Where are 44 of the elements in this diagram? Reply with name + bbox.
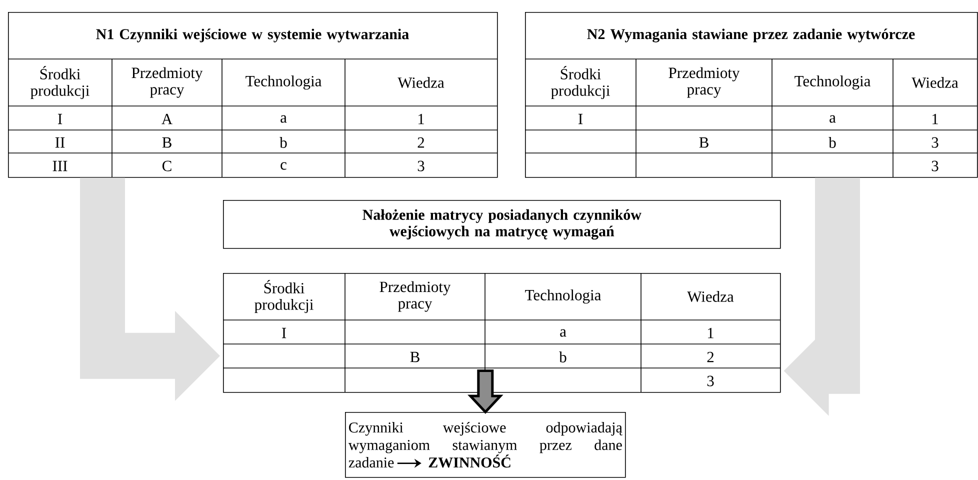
- cell-value: 1: [418, 114, 424, 124]
- column-header: Przedmioty pracy: [668, 67, 740, 98]
- cell-value: II: [55, 137, 65, 148]
- cell-value: I: [282, 328, 286, 338]
- column-header: Środki produkcji: [551, 66, 610, 100]
- cell-value: a: [560, 329, 566, 337]
- cell-value: B: [699, 137, 708, 148]
- cell-value: b: [828, 137, 836, 148]
- cell-value: 3: [418, 160, 424, 172]
- column-header: Wiedza: [912, 77, 958, 88]
- cell-value: 2: [418, 137, 424, 148]
- table-title: N1 Czynniki wejściowe w systemie wytwarzania: [96, 28, 409, 42]
- column-header: Technologia: [246, 75, 322, 90]
- cell-value: 1: [708, 328, 714, 338]
- cell-value: I: [578, 114, 583, 124]
- column-header: Technologia: [794, 75, 870, 90]
- cell-value: c: [280, 162, 286, 170]
- column-header: Wiedza: [398, 77, 444, 88]
- column-header: Technologia: [525, 289, 601, 304]
- column-header: Przedmioty pracy: [380, 281, 451, 312]
- cell-value: a: [830, 115, 836, 123]
- cell-value: a: [280, 115, 287, 123]
- block-arrow: [784, 178, 860, 416]
- cell-value: III: [52, 160, 68, 172]
- cell-value: 1: [932, 114, 938, 124]
- column-header: Wiedza: [687, 291, 734, 302]
- cell-value: b: [559, 352, 566, 362]
- column-header: Środki produkcji: [254, 280, 314, 314]
- result-box: Czynniki wejściowe odpowiadają wymaganiom stawianym przez dane zadanie ZWINNOŚĆ: [345, 412, 626, 478]
- cell-value: B: [410, 352, 420, 362]
- cell-value: 3: [932, 137, 938, 148]
- table-title: N2 Wymagania stawiane przez zadanie wytwórcze: [587, 28, 915, 42]
- cell-value: C: [162, 160, 172, 172]
- block-arrow: [80, 178, 220, 401]
- cell-value: b: [280, 137, 287, 148]
- cell-value: I: [58, 114, 62, 124]
- heading-box: Nałożenie matrycy posiadanych czynników wejściowych na matrycę wymagań: [223, 200, 781, 249]
- cell-value: 2: [707, 352, 714, 362]
- column-header: Środki produkcji: [30, 66, 90, 100]
- column-header: Przedmioty pracy: [132, 67, 203, 98]
- cell-value: 3: [932, 160, 938, 172]
- cell-value: A: [162, 114, 172, 124]
- cell-value: 3: [707, 376, 714, 386]
- cell-value: B: [162, 137, 172, 148]
